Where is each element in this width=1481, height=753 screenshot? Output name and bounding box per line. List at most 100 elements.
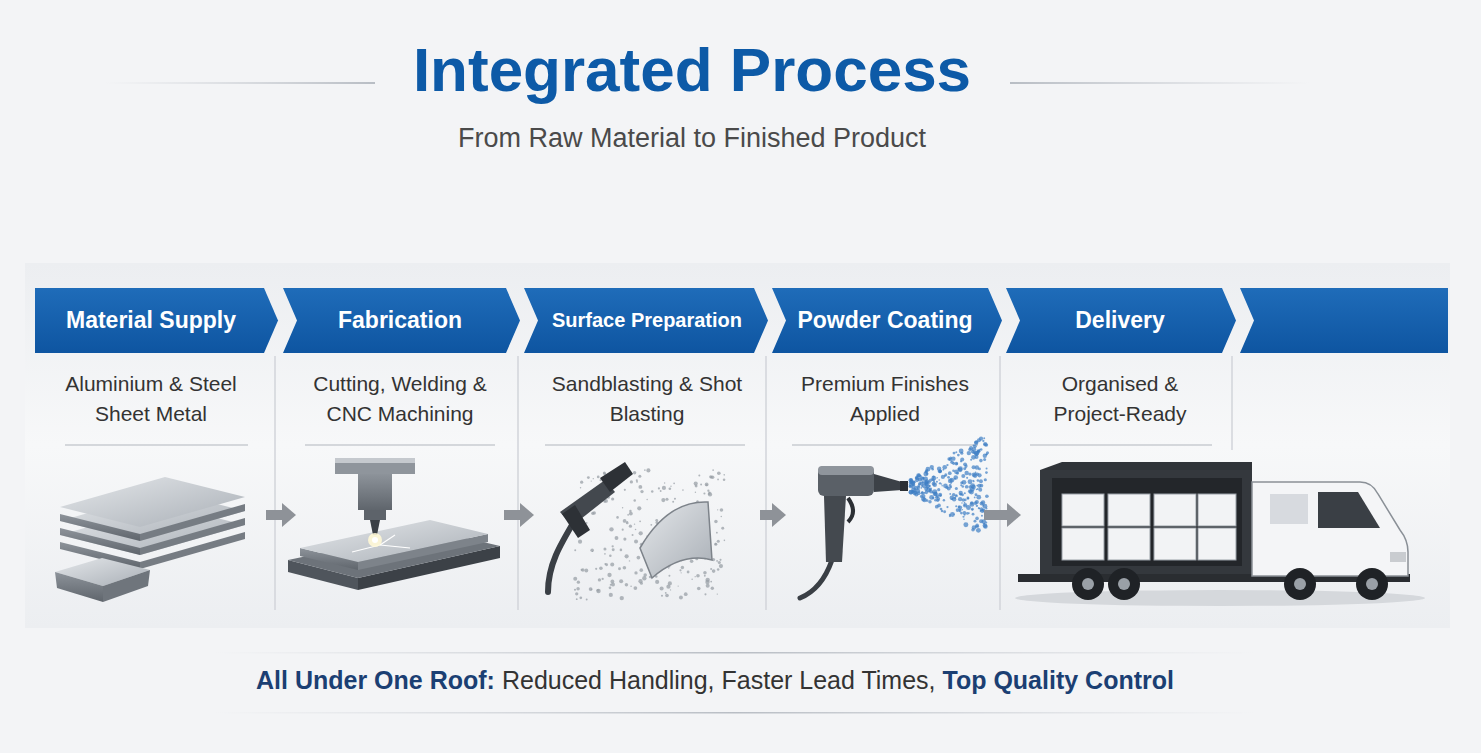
blast-particle <box>706 484 708 486</box>
powder-particle <box>929 485 931 487</box>
cnc-machine-icon <box>288 458 500 590</box>
powder-particle <box>983 458 986 461</box>
powder-particle <box>917 486 920 489</box>
column-separators-part <box>999 356 1001 610</box>
blast-particle <box>633 471 636 474</box>
spray-gun-icon-part <box>824 496 846 562</box>
spray-gun-icon-part <box>800 560 832 598</box>
powder-particle <box>943 483 948 488</box>
process-step: Material SupplyAluminium & Steel Sheet M… <box>40 288 262 600</box>
sandblaster-icon-part <box>640 502 712 578</box>
blast-particle <box>638 475 641 478</box>
blast-particle <box>636 479 638 481</box>
powder-particle <box>935 496 938 499</box>
powder-particle <box>956 462 958 464</box>
powder-particle <box>986 467 988 469</box>
powder-particle <box>938 493 942 497</box>
blast-particle <box>662 486 666 490</box>
powder-particle <box>975 493 978 496</box>
powder-particle <box>918 482 921 485</box>
metal-sheets-icon <box>55 477 245 602</box>
blast-particle <box>586 599 588 601</box>
step-heading: Delivery <box>1025 288 1215 353</box>
powder-particle <box>941 483 942 484</box>
delivery-truck-icon-part-part <box>1062 528 1104 560</box>
powder-particle <box>944 473 947 476</box>
delivery-truck-icon-part-part <box>1198 494 1236 526</box>
title-rules-part <box>105 82 375 84</box>
powder-particle <box>955 451 957 453</box>
chevron-shape <box>283 288 520 353</box>
blast-particle <box>584 569 588 573</box>
blast-particle <box>703 571 707 575</box>
powder-particle <box>961 474 965 478</box>
powder-particle <box>978 450 981 453</box>
powder-particle <box>983 523 988 528</box>
powder-particle <box>976 505 978 507</box>
powder-particle <box>962 480 967 485</box>
powder-particle <box>979 508 980 509</box>
process-step: Surface PreparationSandblasting & Shot B… <box>538 288 756 600</box>
blast-particle <box>605 563 608 566</box>
blast-particle <box>598 578 601 581</box>
blast-particle <box>678 585 679 586</box>
blast-particle <box>668 568 669 569</box>
powder-particle <box>922 477 924 479</box>
delivery-truck-icon-part <box>1252 482 1408 576</box>
blast-particle <box>573 577 577 581</box>
blast-particle <box>710 568 712 570</box>
powder-particle <box>964 492 966 494</box>
blast-particle <box>580 481 583 484</box>
powder-particle <box>959 491 963 495</box>
delivery-truck-icon-part <box>1318 492 1380 528</box>
powder-particle <box>981 515 983 517</box>
blast-particle <box>668 575 670 577</box>
blast-particle <box>717 479 719 481</box>
powder-particle <box>980 509 984 513</box>
blast-particle <box>595 568 597 570</box>
powder-particle <box>949 458 952 461</box>
powder-particle <box>909 485 912 488</box>
blast-particle <box>630 585 632 587</box>
powder-particle <box>952 493 956 497</box>
powder-particle <box>975 523 979 527</box>
blast-particle <box>604 563 606 565</box>
powder-particle <box>939 482 941 484</box>
blast-particle <box>724 540 726 542</box>
blast-particle <box>629 512 633 516</box>
delivery-truck-icon-part <box>1040 462 1252 470</box>
blast-particle <box>670 486 671 487</box>
blast-particle <box>705 483 709 487</box>
powder-particle <box>954 462 958 466</box>
delivery-truck-icon-part <box>1040 470 1252 574</box>
blast-particle <box>717 568 720 571</box>
blast-particle <box>611 497 614 500</box>
blast-particle <box>661 498 665 502</box>
powder-particle <box>968 479 973 484</box>
step-heading: Fabrication <box>300 288 500 353</box>
blast-particle <box>695 576 696 577</box>
footer-rules-part <box>215 712 1255 714</box>
powder-particle <box>938 470 941 473</box>
powder-particle <box>965 485 969 489</box>
blast-particle <box>695 492 696 493</box>
powder-particle <box>980 510 982 512</box>
powder-particle <box>960 452 963 455</box>
blast-particle <box>611 583 615 587</box>
blast-particle <box>681 566 684 569</box>
powder-particle <box>931 476 936 481</box>
powder-particle <box>911 483 915 487</box>
powder-particle <box>949 515 951 517</box>
footer-rules <box>215 652 1255 714</box>
cnc-machine-icon-part <box>335 458 415 463</box>
powder-particle <box>949 478 954 483</box>
delivery-truck-icon-part <box>1270 494 1308 524</box>
blast-particle <box>717 471 721 475</box>
powder-particle <box>963 511 967 515</box>
powder-particle <box>909 490 913 494</box>
powder-particle <box>961 502 962 503</box>
process-step: Powder CoatingPremium Finishes Applied <box>790 288 980 600</box>
powder-particle <box>960 484 962 486</box>
powder-particle <box>971 450 975 454</box>
description-underlines-part <box>65 444 248 446</box>
